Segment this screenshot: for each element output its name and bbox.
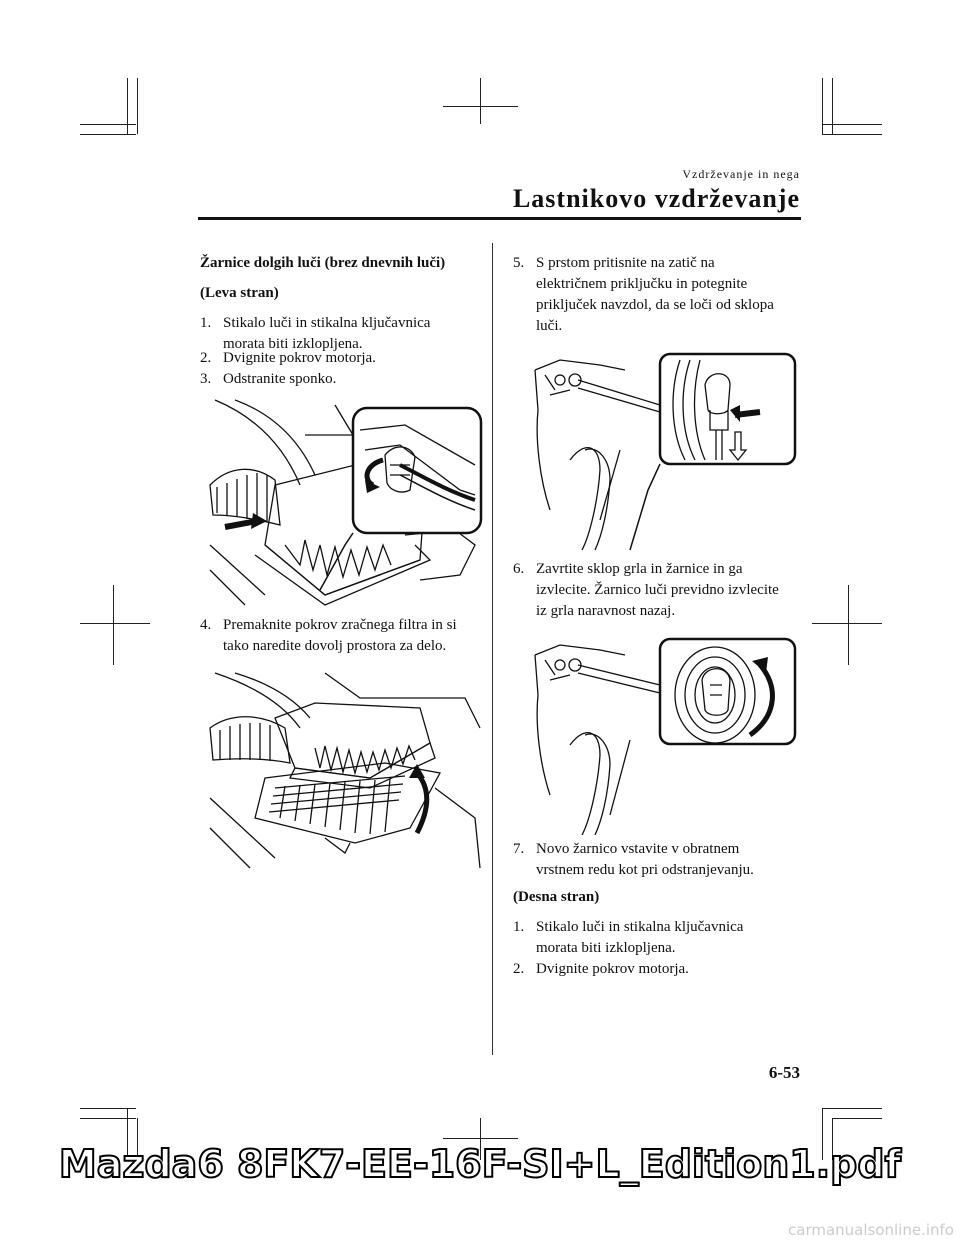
crop-mark (480, 78, 481, 124)
clip-removal-illustration (209, 399, 483, 606)
bulb-socket-rotate-illustration (534, 637, 797, 835)
step-number: 1. (513, 919, 525, 935)
side-subheading: (Desna stran) (513, 889, 600, 905)
crop-mark (480, 1118, 481, 1160)
column-divider (492, 243, 493, 1055)
step-item: 4. Premaknite pokrov zračnega filtra in … (200, 615, 470, 657)
step-item: 5. S prstom pritisnite na zatič na elekt… (513, 253, 783, 337)
side-subheading: (Leva stran) (200, 285, 279, 301)
step-number: 1. (200, 315, 212, 331)
step-item: 2. Dvignite pokrov motorja. (513, 959, 783, 980)
crop-mark (832, 1118, 882, 1119)
crop-mark (812, 623, 882, 624)
step-item: 6. Zavrtite sklop grla in žarnice in ga … (513, 559, 783, 622)
crop-mark (127, 78, 128, 134)
section-title: Lastnikovo vzdrževanje (512, 184, 800, 213)
step-text: Stikalo luči in stikalna ključavnica mor… (536, 919, 744, 956)
step-number: 2. (200, 350, 212, 366)
crop-mark (822, 134, 882, 135)
crop-mark (137, 1118, 138, 1160)
crop-mark (80, 1118, 136, 1119)
step-text: Premaknite pokrov zračnega filtra in si … (223, 617, 457, 654)
header-rule (198, 217, 801, 220)
crop-mark (127, 1108, 128, 1160)
crop-mark (113, 585, 114, 665)
crop-mark (848, 585, 849, 665)
step-text: Odstranite sponko. (223, 371, 337, 387)
step-item: 3. Odstranite sponko. (200, 369, 470, 390)
procedure-heading: Žarnice dolgih luči (brez dnevnih luči) (200, 255, 446, 271)
crop-mark (832, 1118, 833, 1160)
section-label: Vzdrževanje in nega (682, 167, 800, 181)
crop-mark (80, 124, 136, 125)
step-number: 7. (513, 841, 525, 857)
crop-mark (443, 106, 518, 107)
step-number: 4. (200, 617, 212, 633)
crop-mark (80, 1108, 136, 1109)
step-text: Stikalo luči in stikalna ključavnica mor… (223, 315, 431, 352)
crop-mark (137, 78, 138, 134)
crop-mark (80, 134, 136, 135)
step-text: Novo žarnico vstavite v obratnem vrstnem… (536, 841, 754, 878)
step-item: 1. Stikalo luči in stikalna ključavnica … (200, 313, 470, 355)
crop-mark (822, 124, 882, 125)
page-number: 6-53 (768, 1063, 800, 1082)
crop-mark (822, 1108, 882, 1109)
step-item: 1. Stikalo luči in stikalna ključavnica … (513, 917, 783, 959)
step-item: 7. Novo žarnico vstavite v obratnem vrst… (513, 839, 783, 881)
step-number: 5. (513, 255, 525, 271)
step-number: 3. (200, 371, 212, 387)
air-filter-cover-illustration (209, 672, 481, 869)
watermark: carmanualsonline.info (788, 1221, 954, 1239)
step-text: Dvignite pokrov motorja. (536, 961, 689, 977)
crop-mark (822, 1108, 823, 1160)
step-text: Dvignite pokrov motorja. (223, 350, 376, 366)
connector-removal-illustration (534, 352, 797, 551)
crop-mark (443, 1138, 518, 1139)
step-number: 6. (513, 561, 525, 577)
step-text: S prstom pritisnite na zatič na električ… (536, 255, 774, 334)
step-number: 2. (513, 961, 525, 977)
crop-mark (822, 78, 823, 134)
step-item: 2. Dvignite pokrov motorja. (200, 348, 470, 369)
step-text: Zavrtite sklop grla in žarnice in ga izv… (536, 561, 779, 619)
crop-mark (832, 78, 833, 134)
crop-mark (80, 623, 150, 624)
document-filename: Mazda6 8FK7-EE-16F-SI+L_Edition1.pdf (58, 1141, 902, 1187)
